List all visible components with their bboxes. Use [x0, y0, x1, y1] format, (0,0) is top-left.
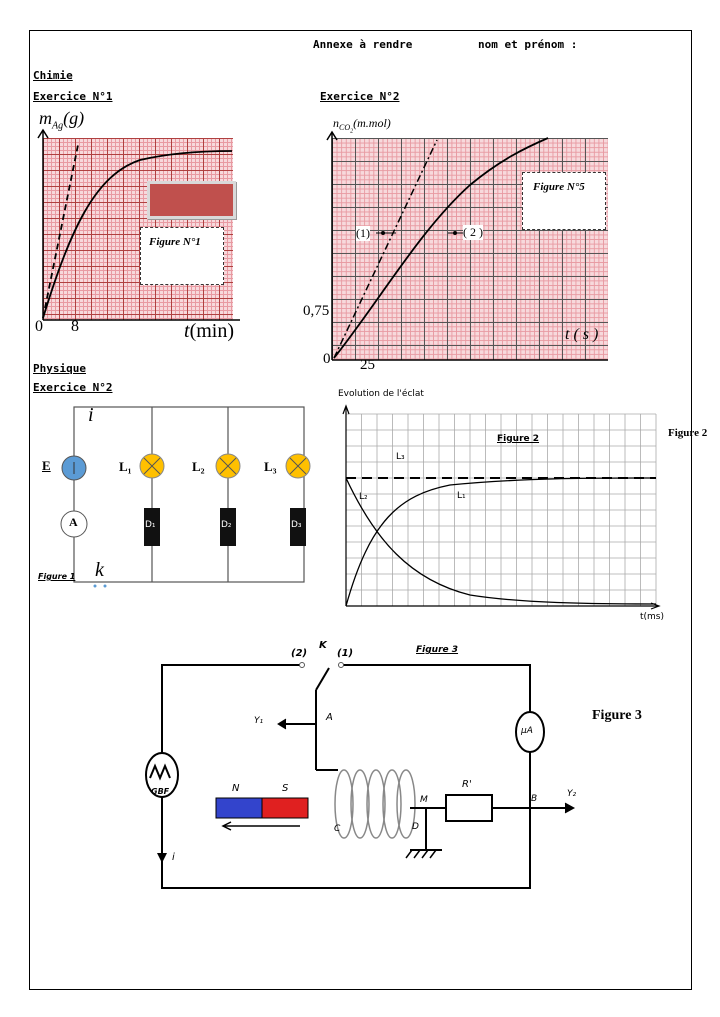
ammeter-label: A [69, 515, 78, 529]
switch-label: k [95, 559, 104, 581]
y1-label: Y₁ [254, 716, 264, 726]
figure3-title: Figure 3 [416, 645, 459, 655]
ex2-point2: ( 2 ) [463, 225, 483, 240]
coil-d-label: D [412, 822, 419, 832]
physique-heading: Physique [33, 362, 86, 375]
ex2-figure-box: Figure N°5 [522, 172, 606, 230]
ex1-xlabel: t(min) [184, 320, 234, 342]
chart-inner-label: Figure 2 [497, 434, 540, 444]
ex2-point1: (1) [356, 226, 370, 241]
source-label: E [42, 458, 51, 473]
figure1-label: Figure 1 [38, 572, 76, 581]
ex1-title: Exercice N°1 [33, 90, 113, 103]
annexe-label: Annexe à rendre [313, 38, 413, 51]
ex2-xlabel: t ( s ) [565, 326, 599, 343]
dipole1-label: D₁ [145, 520, 156, 530]
point-a-label: A [326, 712, 333, 723]
magnet-n-label: N [232, 783, 240, 794]
chimie-heading: Chimie [33, 69, 73, 82]
chart-xlabel: t(ms) [640, 612, 665, 622]
figure3-side-title: Figure 3 [592, 708, 642, 723]
ex1-xtick: 8 [71, 318, 79, 335]
gbf-label: GBF [151, 787, 170, 796]
ex2-xtick: 25 [360, 357, 375, 373]
coil-c-label: C [334, 824, 341, 834]
ex2-ylabel: nCO2(m.mol) [333, 116, 391, 135]
ex1-ylabel: mAg(g) [39, 108, 85, 132]
position-1-label: (1) [337, 648, 354, 659]
page-frame [29, 30, 692, 990]
chart-side-label: Figure 2 [668, 427, 708, 439]
ex2-figure-label: Figure N°5 [533, 181, 585, 193]
dipole2-label: D₂ [221, 520, 232, 530]
resistor-label: R' [462, 779, 472, 790]
ex1-figure-label: Figure N°1 [149, 236, 201, 248]
microammeter-label: µA [521, 726, 533, 736]
curve-label-l3: L₃ [396, 452, 405, 462]
curve-label-l2: L₂ [359, 492, 368, 502]
ex2-origin: 0 [323, 351, 331, 367]
ex2-ytick: 0,75 [303, 303, 330, 319]
curve-label-l1: L₁ [457, 491, 466, 501]
current-i-label: i [172, 852, 175, 863]
ex1-graph-grid [43, 138, 233, 320]
point-b-label: B [531, 794, 538, 804]
lamp3-label: L₃ [264, 459, 277, 474]
name-label: nom et prénom : [478, 38, 578, 51]
switch-k-label: K [319, 640, 327, 651]
magnet-s-label: S [282, 783, 289, 794]
point-m-label: M [420, 795, 428, 805]
ex1-origin: 0 [35, 318, 43, 335]
phys-ex2-title: Exercice N°2 [33, 381, 113, 394]
circuit-current-label: i [88, 404, 94, 426]
chart-title: Evolution de l'éclat [338, 389, 424, 399]
position-2-label: (2) [291, 648, 308, 659]
y2-label: Y₂ [567, 789, 577, 799]
dipole3-label: D₃ [291, 520, 302, 530]
ex1-answer-box[interactable] [147, 181, 236, 219]
ex2-graph-grid [332, 138, 608, 360]
ex1-figure-box: Figure N°1 [140, 227, 224, 285]
lamp1-label: L₁ [119, 459, 132, 474]
ex2-title: Exercice N°2 [320, 90, 400, 103]
lamp2-label: L₂ [192, 459, 205, 474]
lamp-icons [139, 453, 311, 479]
